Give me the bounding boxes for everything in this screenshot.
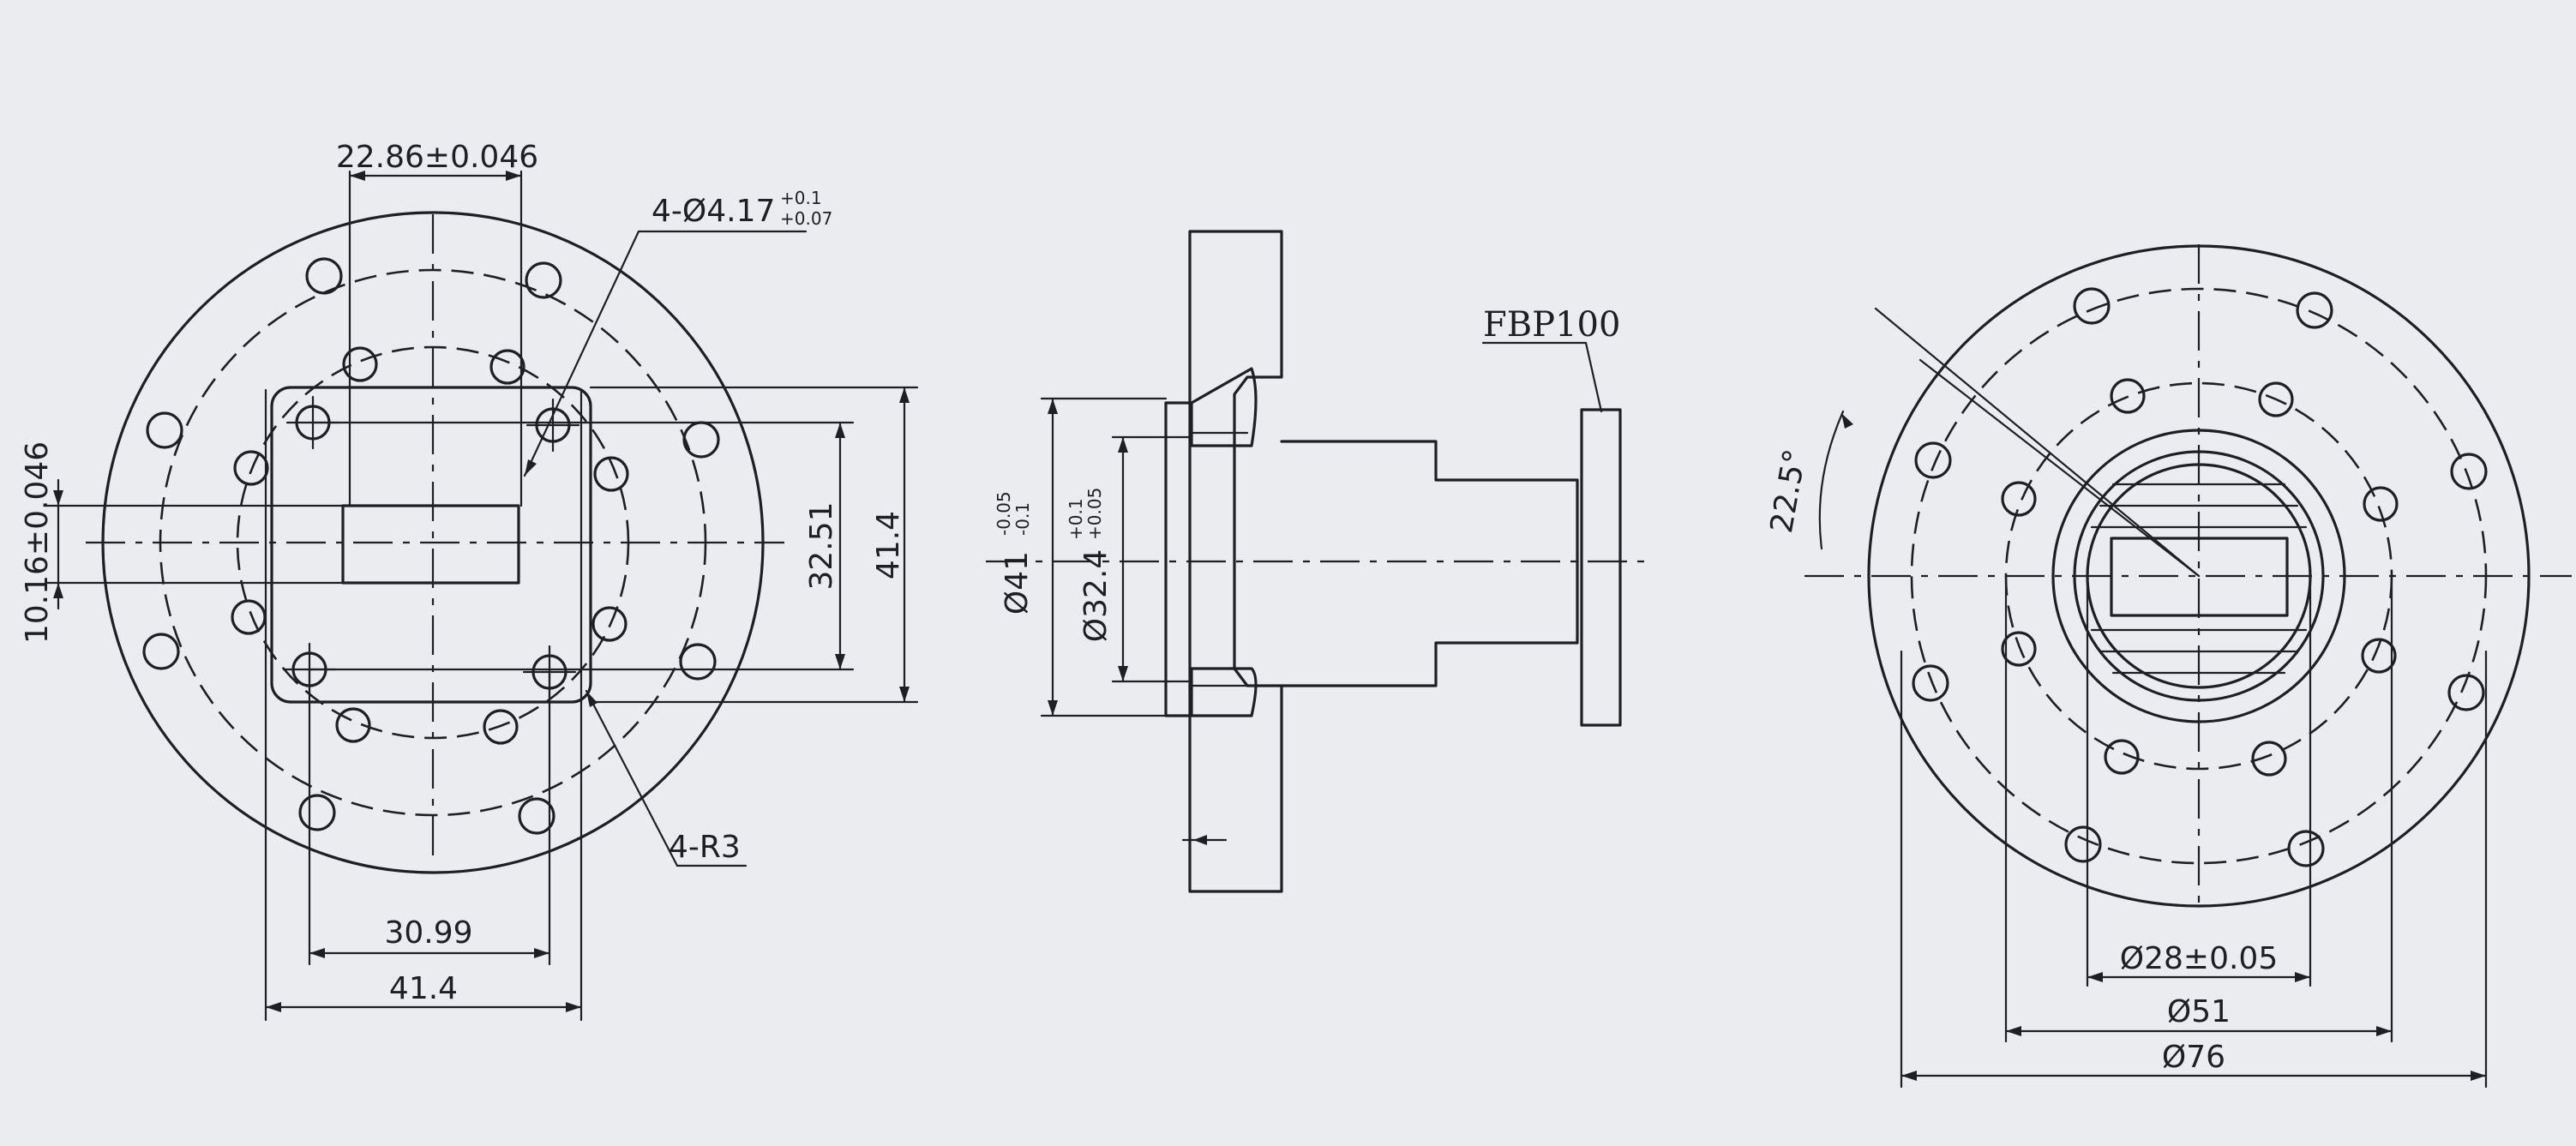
side-hub-step	[1164, 401, 1192, 717]
side-hatch-bottom	[1190, 667, 1258, 717]
dim-side-height: 10.16±0.046	[20, 441, 55, 644]
dim-inner-dia-tol-lower: +0.05	[1084, 488, 1105, 540]
front-inner-bolt-holes	[231, 346, 629, 745]
front-waveguide-opening	[341, 504, 520, 585]
front-corner-pin-holes	[282, 395, 580, 699]
dim-dia-large: Ø76	[2162, 1040, 2225, 1075]
dim-outer-dia-tol-lower: -0.1	[1012, 502, 1033, 536]
flange-type-label: FBP100	[1483, 305, 1620, 345]
dim-inner-dia: Ø32.4	[1078, 549, 1114, 643]
dim-holes-tol-upper: +0.1	[780, 188, 822, 208]
dim-inner-dia-tol-upper: +0.1	[1066, 498, 1086, 540]
dim-outer-dia-tol-upper: -0.05	[994, 491, 1014, 536]
dim-dia-small: Ø28±0.05	[2120, 941, 2278, 976]
front-outer-bolt-holes	[142, 257, 720, 835]
rear-outer-bolt-holes	[1912, 287, 2488, 867]
dim-holes-label: 4-Ø4.17	[652, 194, 775, 229]
side-hatch-top	[1190, 367, 1258, 447]
dim-outer-height: 41.4	[871, 511, 906, 579]
side-view: Ø41 -0.05 -0.1 Ø32.4 +0.1 +0.05 FBP100	[986, 230, 1646, 893]
dim-bottom-outer: 41.4	[389, 971, 458, 1006]
rear-view: 22.5° Ø28±0.05 Ø51 Ø76	[1764, 244, 2572, 1089]
dim-bottom-inner: 30.99	[384, 915, 472, 951]
side-end-flange	[1580, 408, 1622, 727]
front-square-boss	[270, 386, 592, 704]
dim-outer-dia: Ø41	[1000, 551, 1035, 615]
side-waveguide-tube	[1280, 440, 1579, 687]
dim-inner-height: 32.51	[804, 501, 839, 590]
rear-inner-bolt-holes	[2001, 378, 2399, 777]
dim-top-width: 22.86±0.046	[336, 140, 538, 175]
dim-dia-mid: Ø51	[2167, 994, 2231, 1029]
dim-corner-radius: 4-R3	[669, 830, 741, 865]
front-view: 22.86±0.046 4-Ø4.17 +0.1 +0.07 10.16±0.0…	[20, 140, 919, 1022]
dim-angle: 22.5°	[1764, 447, 1813, 536]
dim-holes-tol-lower: +0.07	[780, 208, 832, 229]
